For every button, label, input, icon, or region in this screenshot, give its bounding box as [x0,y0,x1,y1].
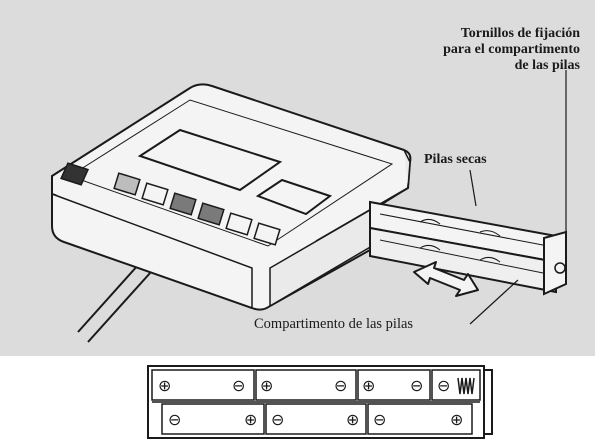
key [253,222,281,246]
polarity-symbol: ⊕ [158,376,171,395]
polarity-symbol: ⊖ [168,410,181,429]
leader-line-dry [469,169,477,207]
label-line: para el compartimento [443,42,580,57]
main-display [137,128,283,192]
polarity-bottom-row: ⊖ ⊕ ⊖ ⊕ ⊖ ⊕ [168,410,463,429]
key [141,182,169,206]
polarity-symbol: ⊖ [410,376,423,395]
polarity-top-row: ⊕ ⊖ ⊕ ⊖ ⊕ ⊖ ⊖ [158,376,450,395]
polarity-symbol: ⊖ [334,376,347,395]
label-fixing-screws: Tornillos de fijación para el compartime… [360,26,580,74]
device-body [51,83,412,311]
polarity-symbol: ⊕ [260,376,273,395]
polarity-symbol: ⊕ [450,410,463,429]
key [60,162,90,186]
small-display [255,178,333,216]
fixing-screw [554,262,566,274]
keypad [60,162,281,246]
key [225,212,253,236]
polarity-symbol: ⊖ [373,410,386,429]
key [169,192,197,216]
polarity-symbol: ⊖ [437,376,450,395]
polarity-symbol: ⊕ [362,376,375,395]
leader-line-compartment [469,279,519,325]
polarity-symbol: ⊕ [346,410,359,429]
battery-compartment-drawer [369,200,567,296]
polarity-symbol: ⊖ [271,410,284,429]
label-dry-batteries: Pilas secas [424,152,487,167]
polarity-symbol: ⊖ [232,376,245,395]
battery-tray-diagram [147,365,493,439]
polarity-symbol: ⊕ [244,410,257,429]
label-line: Tornillos de fijación [460,26,580,41]
key [197,202,225,226]
label-battery-compartment: Compartimento de las pilas [254,316,414,332]
slide-arrow-icon [413,261,479,297]
key [113,172,141,196]
spring-icon [457,377,475,395]
label-line: de las pilas [514,58,580,73]
